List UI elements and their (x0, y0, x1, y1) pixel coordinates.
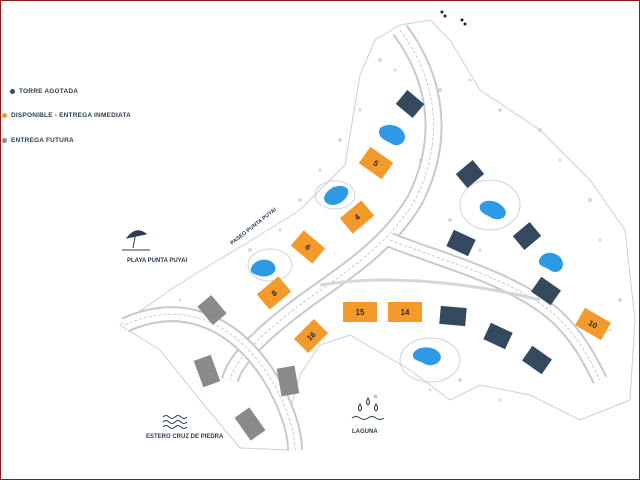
svg-text:5: 5 (371, 158, 380, 168)
legend-dot (2, 113, 7, 118)
tower-sold[interactable] (531, 276, 561, 306)
legend-item-available: DISPONIBLE - ENTREGA INMEDIATA (2, 112, 131, 119)
tower-available-10[interactable]: 10 (575, 307, 611, 341)
svg-text:4: 4 (353, 212, 363, 222)
tower-sold[interactable] (455, 160, 485, 188)
tower-sold[interactable] (446, 229, 476, 257)
pool (479, 200, 506, 220)
tower-available-15[interactable]: 15 (343, 302, 377, 322)
svg-text:8: 8 (270, 288, 280, 298)
playa-label: PLAYA PUNTA PUYAI (127, 258, 187, 264)
towers-future (193, 295, 300, 441)
pool (324, 185, 349, 205)
garden-paths (247, 179, 521, 383)
pool (379, 124, 405, 146)
legend-dot (10, 89, 15, 94)
tower-future[interactable] (197, 295, 227, 325)
pool (250, 259, 276, 277)
towers-available: 5 4 6 8 15 14 16 10 (256, 146, 611, 353)
paseo-label: PASEO PUNTA PUYAI (230, 207, 279, 247)
tower-future[interactable] (193, 354, 221, 388)
tower-available-6[interactable]: 6 (290, 230, 326, 264)
svg-text:o: o (374, 394, 377, 400)
north-markers (440, 10, 467, 26)
tower-available-14[interactable]: 14 (388, 302, 422, 322)
legend-item-future: ENTREGA FUTURA (2, 137, 74, 144)
svg-text:14: 14 (401, 308, 410, 317)
tower-available-4[interactable]: 4 (339, 200, 375, 234)
water-waves-icon (162, 415, 188, 429)
estero-label: ESTERO CRUZ DE PIEDRA (146, 434, 224, 440)
legend-item-sold: TORRE AGOTADA (10, 88, 78, 95)
pool (538, 252, 563, 272)
towers-sold (395, 90, 561, 375)
svg-text:15: 15 (356, 308, 365, 317)
tower-available-16[interactable]: 16 (294, 319, 328, 353)
tower-available-5[interactable]: 5 (358, 146, 394, 180)
tower-sold[interactable] (512, 222, 542, 250)
pool (412, 347, 441, 366)
legend-dot (2, 138, 7, 143)
tower-available-8[interactable]: 8 (256, 276, 292, 310)
pools (250, 124, 563, 366)
tower-sold[interactable] (395, 90, 425, 118)
beach-umbrella-icon (122, 230, 150, 251)
lagoon-drops-icon: o (351, 394, 385, 420)
svg-text:6: 6 (303, 243, 313, 253)
tower-sold[interactable] (439, 305, 467, 327)
road-network (121, 24, 608, 451)
tower-future[interactable] (276, 365, 300, 397)
tower-sold[interactable] (522, 345, 552, 375)
tower-future[interactable] (234, 407, 266, 441)
laguna-label: LAGUNA (352, 429, 378, 435)
tower-sold[interactable] (483, 322, 513, 350)
